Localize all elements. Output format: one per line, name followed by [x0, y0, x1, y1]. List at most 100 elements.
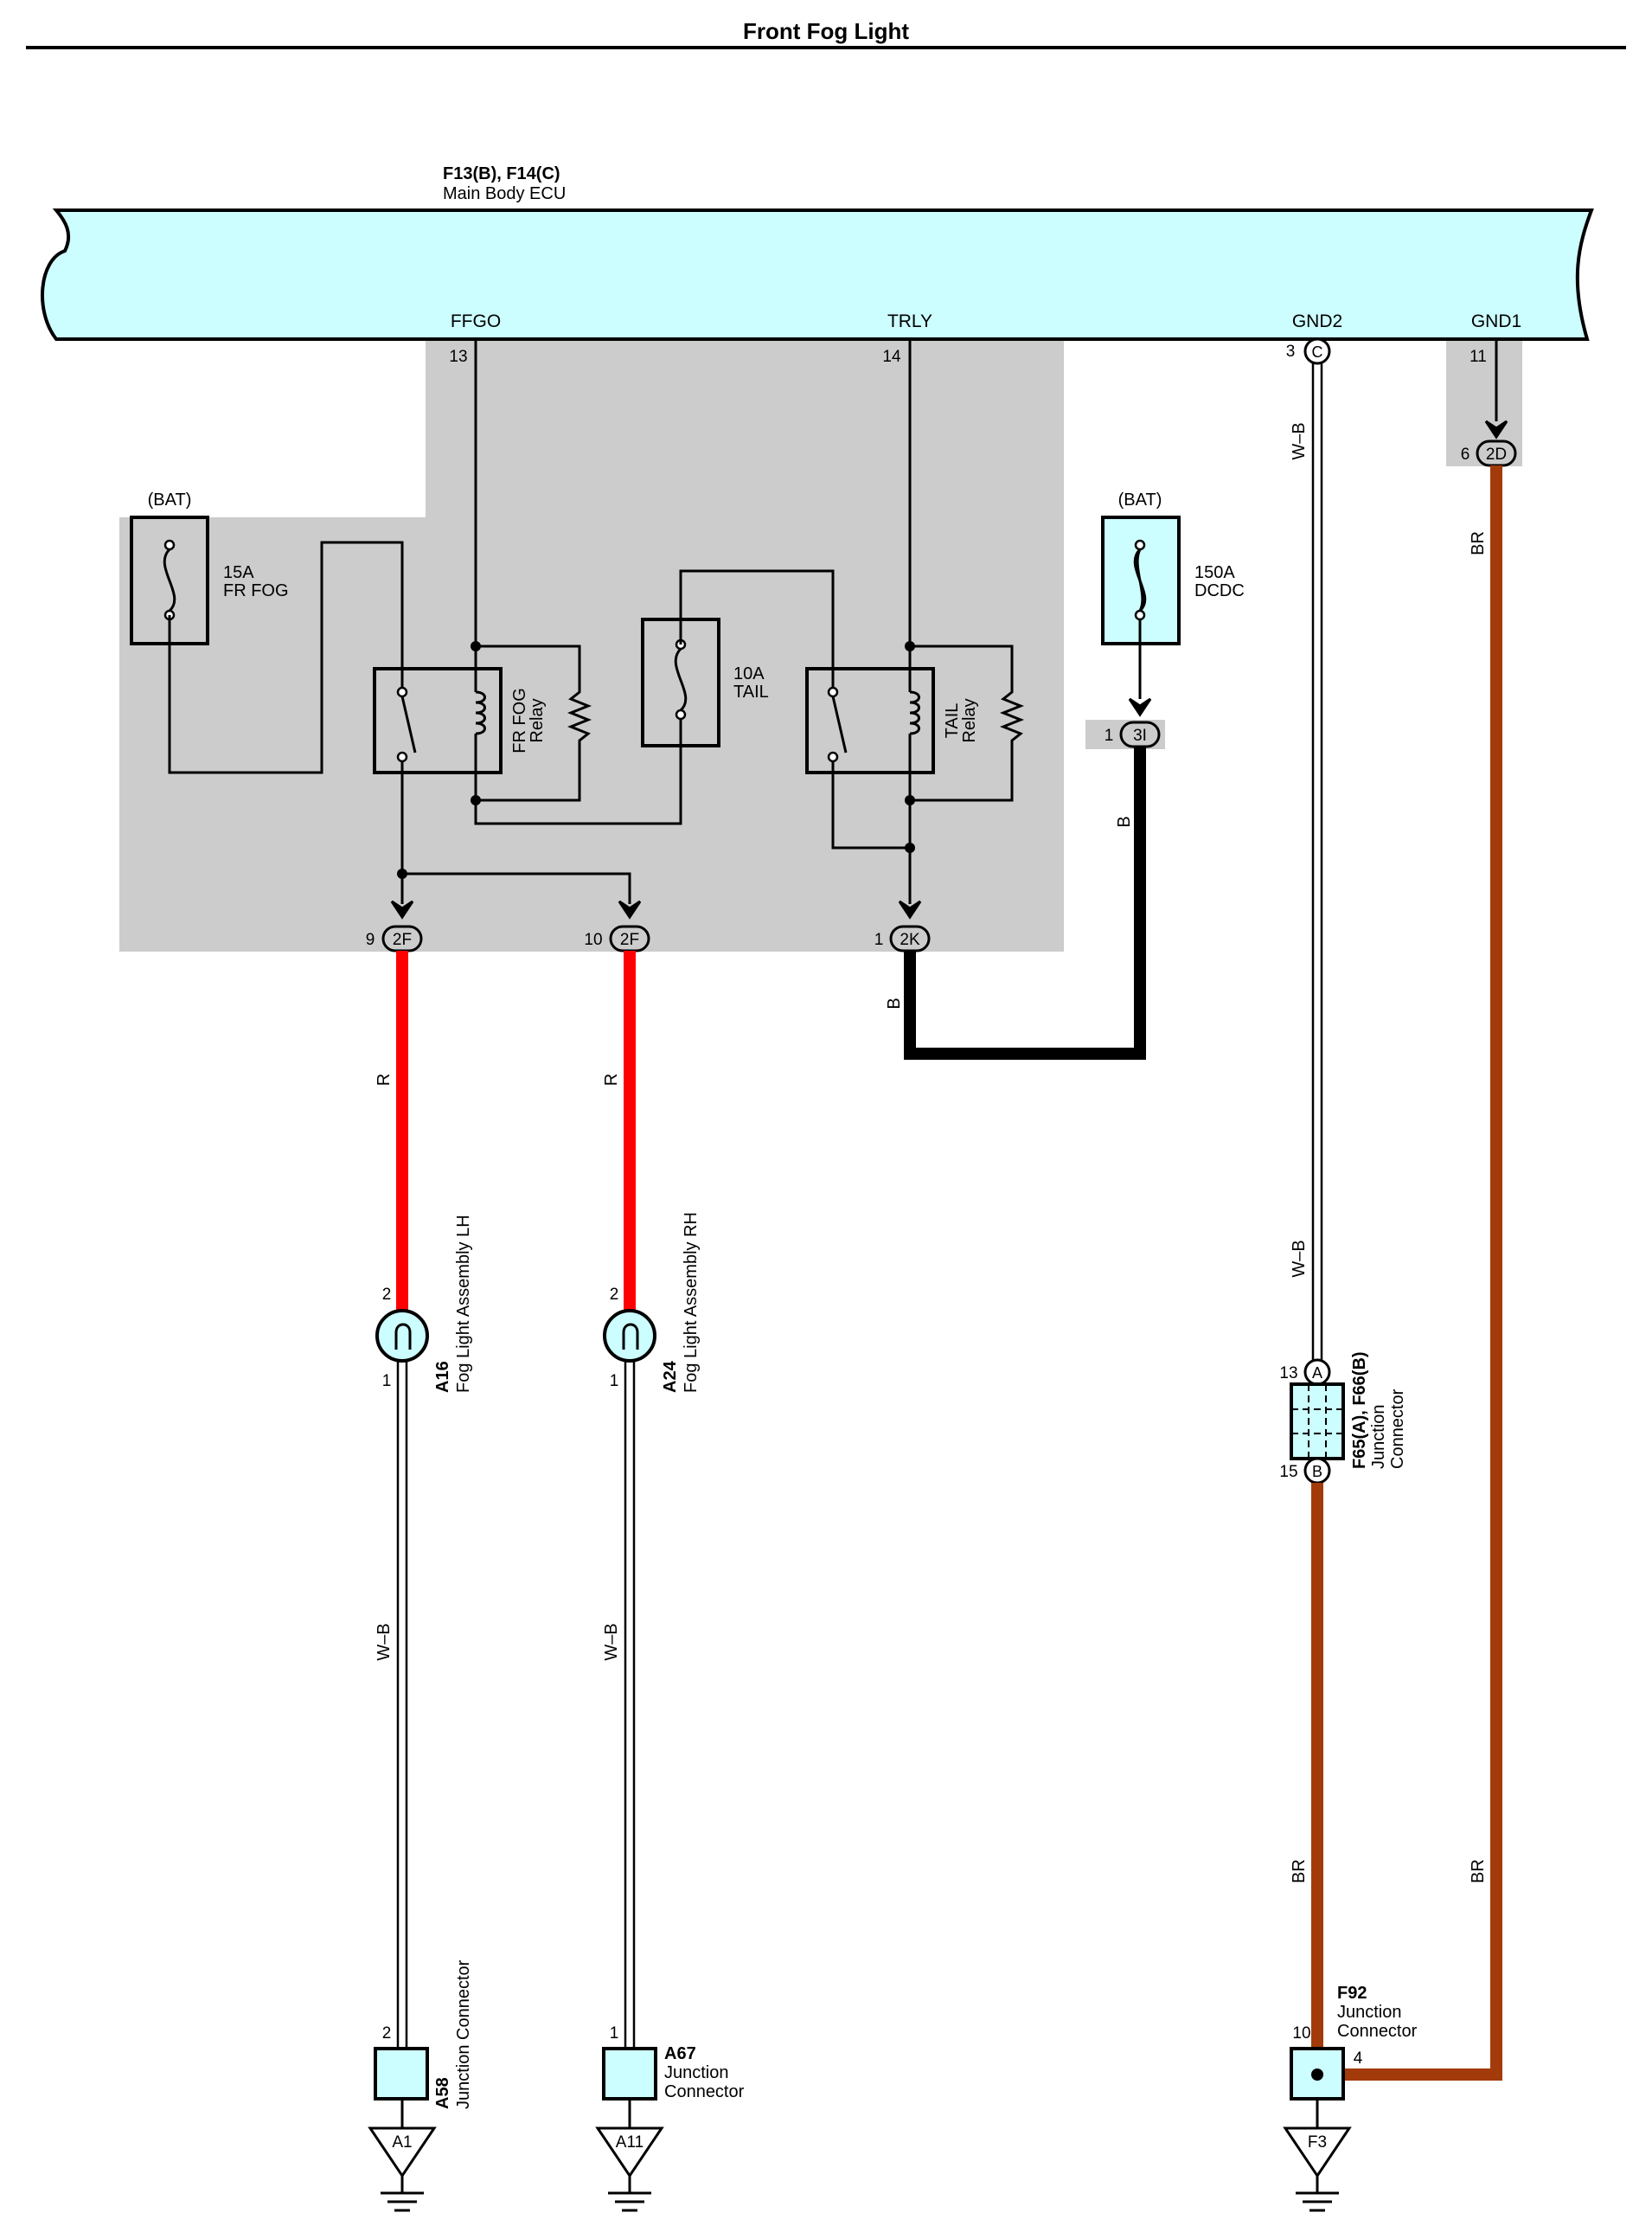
ground-a11-label: A11 — [616, 2133, 644, 2152]
trly-terminal-label: TRLY — [887, 311, 932, 331]
wire-black-b — [904, 747, 1146, 1060]
wire-wb-rh — [624, 1361, 636, 2049]
fr-fog-fuse-rating: 15A — [223, 563, 254, 582]
ground-a11-icon — [595, 2126, 664, 2212]
arrow-2f-10 — [618, 900, 642, 920]
tail-relay-label-2: Relay — [960, 698, 979, 742]
fog-rh-code: A24 — [661, 1360, 680, 1393]
pin-2f-10-num: 10 — [584, 931, 602, 949]
wire-wb-label-gnd2-1: W–B — [1290, 422, 1309, 459]
pin-2f-9-conn: 2F — [393, 931, 412, 949]
page-title: Front Fog Light — [743, 18, 909, 44]
ecu-name: Main Body ECU — [443, 184, 566, 203]
fog-lh-name: Fog Light Assembly LH — [454, 1215, 473, 1393]
junction-a58 — [374, 2047, 429, 2101]
pin-3i-1-num: 1 — [1105, 727, 1114, 745]
f65-code: F65(A), F66(B) — [1350, 1351, 1369, 1469]
tail-fuse-name: TAIL — [733, 683, 769, 702]
dcdc-fuse-rating: 150A — [1194, 563, 1235, 582]
fr-fog-relay — [373, 667, 503, 774]
junction-a67 — [602, 2047, 657, 2101]
ffgo-terminal-label: FFGO — [451, 311, 501, 331]
f92-pin-right: 4 — [1354, 2049, 1363, 2068]
dcdc-bat-label: (BAT) — [1118, 491, 1162, 510]
wire-tail-fuse-to-relay — [679, 569, 835, 692]
wire-fuse-to-frfog-relay — [168, 541, 404, 774]
f92-pin-left: 10 — [1292, 2024, 1310, 2043]
wire-relay-to-tail-fuse — [474, 715, 682, 825]
junction-f65-f66 — [1290, 1382, 1345, 1460]
arrow-3i-1 — [1128, 697, 1152, 717]
trly-pin: 14 — [882, 348, 901, 366]
arrow-2d-6 — [1484, 420, 1508, 439]
fog-rh-name: Fog Light Assembly RH — [682, 1212, 701, 1393]
fog-rh-pin-top: 2 — [610, 1286, 619, 1304]
wire-br-label-3: BR — [1469, 1859, 1488, 1883]
gnd2-pin-c — [1303, 337, 1331, 365]
ecu-body — [41, 208, 1594, 341]
tail-fuse-rating: 10A — [733, 664, 765, 683]
a58-code: A58 — [433, 2077, 452, 2109]
pin-3i-1-conn: 3I — [1133, 727, 1147, 745]
tail-relay — [805, 667, 935, 774]
arrow-2k-1 — [898, 900, 922, 920]
f65-pin-a-num: 13 — [1279, 1364, 1297, 1382]
wire-wb-label-lh: W–B — [375, 1623, 394, 1660]
f65-pin-b-num: 15 — [1279, 1463, 1297, 1481]
fr-fog-relay-label-1: FR FOG — [510, 688, 529, 754]
f65-pin-a-conn: A — [1312, 1364, 1322, 1382]
gnd2-pin: 3 — [1286, 343, 1296, 361]
f65-line1: Junction — [1369, 1405, 1388, 1470]
wire-br-label-2: BR — [1469, 531, 1488, 555]
fog-lh-pin-top: 2 — [382, 1286, 392, 1304]
f65-line2: Connector — [1388, 1389, 1407, 1469]
wire-r-label-rh: R — [602, 1074, 621, 1086]
ffgo-pin: 13 — [449, 348, 467, 366]
fr-fog-relay-label-2: Relay — [528, 698, 547, 742]
wire-r-label-lh: R — [375, 1074, 394, 1086]
a58-pin: 2 — [382, 2024, 392, 2043]
f92-code: F92 — [1337, 1984, 1367, 2003]
gnd1-pin: 11 — [1470, 348, 1487, 366]
ground-a1-label: A1 — [392, 2133, 412, 2152]
fog-light-lh — [375, 1309, 429, 1363]
ecu-codes: F13(B), F14(C) — [443, 164, 560, 183]
fog-rh-pin-bottom: 1 — [610, 1372, 619, 1390]
ground-f3-label: F3 — [1308, 2133, 1327, 2152]
ground-a1-icon — [368, 2126, 437, 2212]
arrow-2f-9 — [390, 900, 414, 920]
pin-2f-10-conn: 2F — [620, 931, 639, 949]
wire-b-label-2: B — [1115, 816, 1134, 827]
a67-pin: 1 — [610, 2024, 619, 2043]
pin-2k-1-num: 1 — [874, 931, 884, 949]
wire-split-rh — [402, 872, 631, 904]
fog-lh-code: A16 — [433, 1361, 452, 1393]
fr-fog-bat-label: (BAT) — [148, 491, 192, 510]
wire-wb-label-rh: W–B — [602, 1623, 621, 1660]
a58-name: Junction Connector — [454, 1959, 473, 2109]
ground-f3-icon — [1283, 2126, 1352, 2212]
wire-br-label-1: BR — [1290, 1859, 1309, 1883]
a67-line1: Junction — [664, 2063, 729, 2082]
pin-2k-1-conn: 2K — [900, 931, 920, 949]
fr-fog-fuse-name: FR FOG — [223, 581, 289, 600]
wire-wb-gnd2 — [1311, 363, 1323, 1360]
pin-2d-6-conn: 2D — [1486, 446, 1507, 464]
gnd2-pin-conn: C — [1312, 343, 1323, 361]
fog-light-rh — [603, 1309, 656, 1363]
f92-line2: Connector — [1337, 2022, 1418, 2041]
f65-pin-b-conn: B — [1312, 1463, 1322, 1480]
a67-code: A67 — [664, 2044, 696, 2063]
pin-2f-9-num: 9 — [366, 931, 375, 949]
fog-lh-pin-bottom: 1 — [382, 1372, 392, 1390]
tail-relay-label-1: TAIL — [943, 703, 962, 739]
wire-brown-gnd1 — [1317, 465, 1502, 2081]
a67-line2: Connector — [664, 2082, 745, 2101]
wire-wb-label-gnd2-2: W–B — [1290, 1240, 1309, 1277]
dcdc-fuse-name: DCDC — [1194, 581, 1245, 600]
f92-line1: Junction — [1337, 2003, 1402, 2022]
wire-wb-lh — [396, 1361, 408, 2049]
wire-b-label-1: B — [885, 997, 904, 1009]
gnd2-terminal-label: GND2 — [1292, 311, 1342, 331]
